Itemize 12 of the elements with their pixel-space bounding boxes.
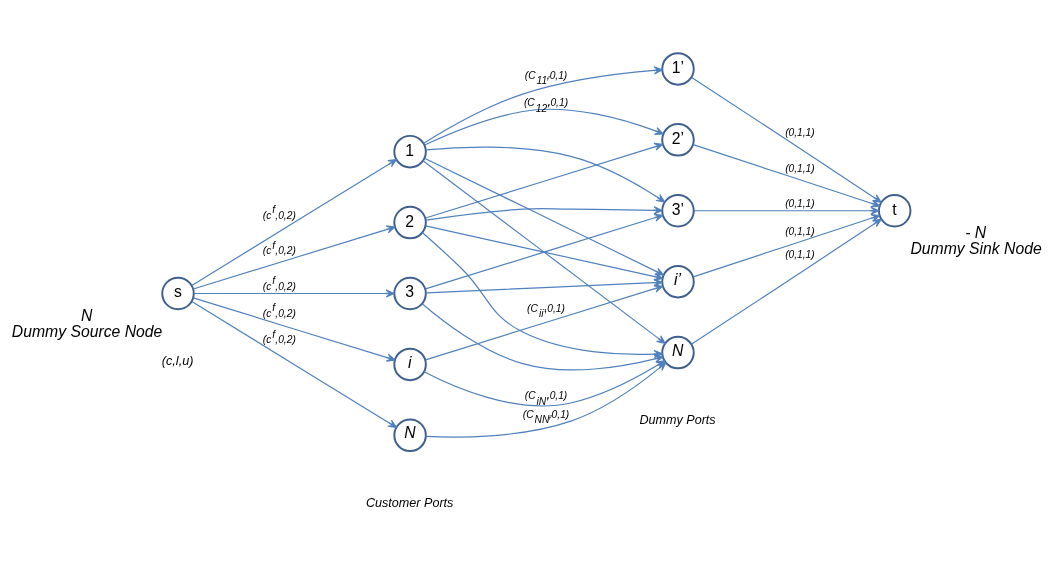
label: Customer Ports bbox=[365, 495, 454, 510]
edge-label: (0,1,1) bbox=[785, 126, 815, 138]
edge-label: (0,1,1) bbox=[785, 197, 815, 209]
node-label: Dummy Source Node bbox=[11, 322, 163, 340]
edge-label: (0,1,1) bbox=[785, 248, 815, 260]
node-label: - N bbox=[965, 223, 987, 241]
label: Dummy Ports bbox=[639, 412, 716, 427]
node-label: N bbox=[81, 306, 93, 324]
edge-label: (0,1,1) bbox=[785, 225, 815, 237]
node-label: Dummy Sink Node bbox=[910, 239, 1042, 257]
label: (c,l,u) bbox=[161, 353, 194, 368]
edge-label: (0,1,1) bbox=[785, 162, 815, 174]
